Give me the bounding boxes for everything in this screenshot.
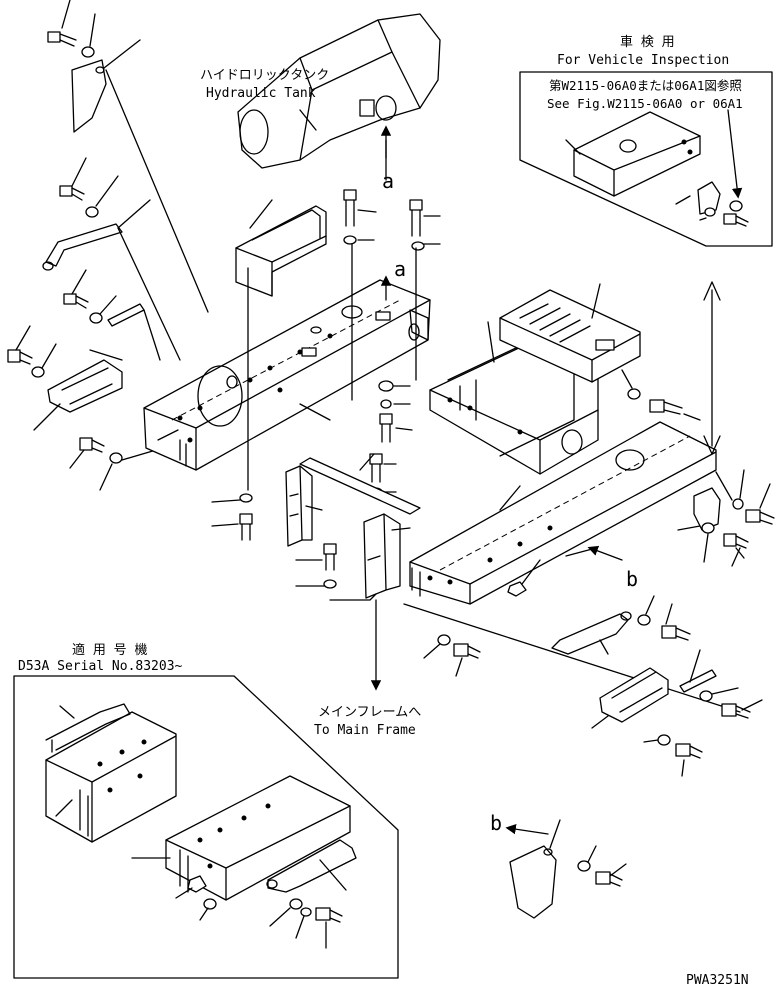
main-frame-label-jp: メインフレームへ	[318, 705, 421, 720]
reference-b-bottom: b	[490, 811, 502, 835]
vehicle-inspection-inset	[519, 71, 773, 247]
reference-a-lower: a	[394, 257, 406, 281]
right-lower-nut	[507, 559, 541, 597]
hydraulic-tank-label-jp: ハイドロリックタンク	[200, 68, 329, 83]
bracket-upright-left	[285, 465, 323, 547]
ref-arrow-b-frame	[587, 545, 623, 561]
grab-handle-left	[42, 199, 181, 361]
vehicle-inspection-label-jp: 車 検 用	[620, 35, 675, 50]
drawing-number: PWA3251N	[686, 973, 749, 988]
bolt-top-left	[47, 0, 96, 58]
left-bolt-5	[69, 437, 191, 491]
side-cover-left	[71, 39, 209, 313]
center-bolt-5	[211, 493, 253, 541]
main-frame-label-en: To Main Frame	[314, 723, 416, 738]
step-plate-left	[33, 349, 123, 431]
left-bolt-4	[7, 325, 57, 378]
leader-line	[403, 603, 741, 713]
right-bolt-5	[643, 734, 703, 777]
right-lower-frame	[409, 421, 717, 605]
serial-label-jp: 適 用 号 機	[72, 642, 147, 658]
serial-number-inset	[13, 675, 399, 979]
top-cover-plate	[499, 283, 641, 383]
step-plate-right	[591, 667, 669, 729]
reference-a-upper: a	[382, 169, 394, 193]
see-figure-label-en: See Fig.W2115-06A0 or 06A1	[547, 96, 743, 111]
center-bolt-2	[409, 199, 441, 251]
right-bolt-3	[637, 595, 691, 641]
left-bolt-3	[63, 269, 161, 361]
right-bolt-1	[621, 369, 701, 421]
alignment-double-arrow	[703, 281, 721, 455]
left-support-frame	[143, 279, 431, 471]
right-cover-plate	[677, 487, 749, 567]
connecting-bar	[299, 453, 421, 515]
reference-b-right: b	[626, 567, 638, 591]
bracket-upright-right	[329, 513, 411, 601]
grab-handle-right	[551, 611, 632, 655]
serial-label-en: D53A Serial No.83203~	[18, 659, 183, 674]
right-bolt-4	[679, 649, 763, 719]
center-bolt-1	[343, 189, 377, 245]
bottom-side-cover	[505, 819, 627, 919]
right-bolt-2	[715, 469, 775, 525]
center-bolt-6	[295, 543, 337, 589]
left-bolt-2	[59, 157, 119, 218]
hydraulic-tank	[237, 13, 441, 169]
center-bolt-3	[378, 380, 413, 443]
see-figure-label-jp: 第W2115-06A0または06A1図参照	[549, 78, 742, 93]
tank-bracket	[235, 199, 327, 297]
vehicle-inspection-label-en: For Vehicle Inspection	[557, 53, 729, 68]
hydraulic-tank-label-en: Hydraulic Tank	[206, 86, 316, 101]
lower-bolt-center	[423, 634, 481, 677]
